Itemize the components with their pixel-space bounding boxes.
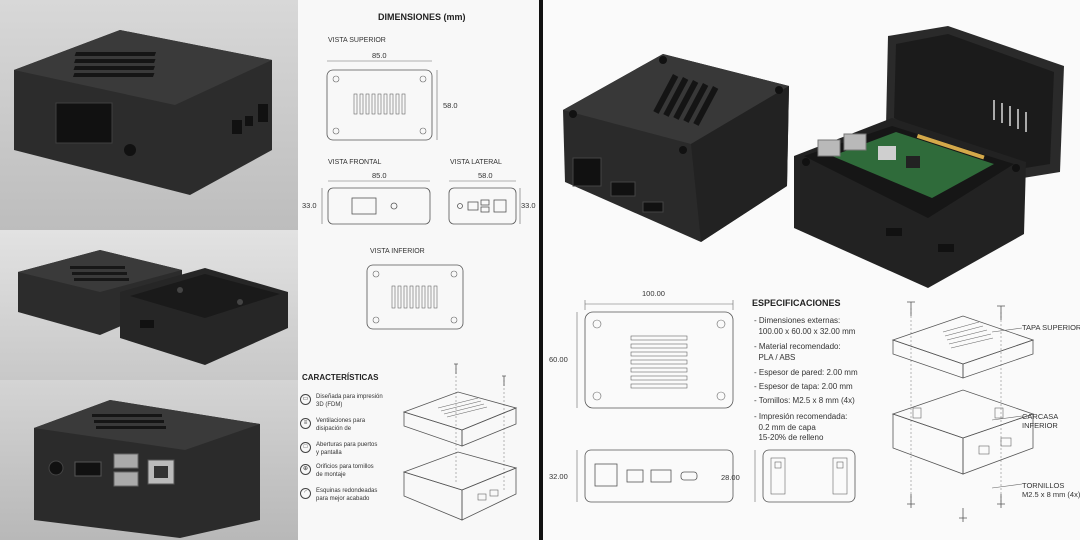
spec-text: - Material recomendado:: [754, 342, 841, 351]
panel-divider: [539, 0, 543, 540]
photo-closed-case: [0, 0, 298, 230]
top-view-width: 85.0: [372, 51, 387, 60]
feature-text: de montaje: [316, 471, 346, 478]
top-view-label: VISTA SUPERIOR: [328, 37, 386, 44]
feature-text: para mejor acabado: [316, 495, 370, 502]
spec-text: PLA / ABS: [758, 352, 796, 362]
callout-lid: TAPA SUPERIOR: [1022, 323, 1080, 332]
photo-column: [0, 0, 298, 540]
spec-sheet: [543, 0, 1080, 540]
feature-text: Orificios para tornillos: [316, 464, 374, 470]
top-width-dim: 100.00: [642, 289, 665, 298]
top-height-dim: 60.00: [549, 355, 568, 364]
feature-text: y pantalla: [316, 449, 342, 456]
feature-text: Aberturas para puertos: [316, 442, 378, 448]
spec-text: - Dimensiones externas:: [754, 316, 841, 325]
side-view-label: VISTA LATERAL: [450, 159, 502, 166]
spec-text: - Espesor de pared: 2.00 mm: [754, 368, 858, 377]
spec-item: - Espesor de pared: 2.00 mm: [754, 368, 858, 379]
vent-icon: ≡: [300, 418, 311, 429]
callout-text: CARCASA: [1022, 412, 1059, 421]
spec-text: 0.2 mm de capa: [758, 422, 816, 432]
side-view-width: 58.0: [478, 171, 493, 180]
front-view-label: VISTA FRONTAL: [328, 159, 382, 166]
port-icon: □: [300, 442, 311, 453]
feature-text: Esquinas redondeadas: [316, 488, 378, 494]
side-height-dim: 28.00: [721, 473, 740, 482]
printer-icon: ▭: [300, 394, 311, 405]
feature-text: disipación de: [316, 425, 352, 432]
front-view-width: 85.0: [372, 171, 387, 180]
features-title: CARACTERÍSTICAS: [302, 373, 379, 382]
callout-text: INFERIOR: [1022, 421, 1058, 430]
side-view-height: 33.0: [521, 201, 536, 210]
side-view-drawing: [448, 180, 521, 225]
spec-text: - Tornillos: M2.5 x 8 mm (4x): [754, 396, 855, 405]
photo-case-open-board: [794, 26, 1064, 288]
spec-text: 15-20% de relleno: [758, 433, 824, 442]
spec-text: - Espesor de tapa: 2.00 mm: [754, 382, 853, 391]
spec-item: - Material recomendado: PLA / ABS: [754, 342, 841, 363]
spec-item: - Espesor de tapa: 2.00 mm: [754, 382, 853, 393]
bottom-view-label: VISTA INFERIOR: [370, 248, 425, 255]
spec-item: - Impresión recomendada: 0.2 mm de capa …: [754, 412, 847, 444]
feature-text: Diseñada para impresión: [316, 394, 383, 400]
top-view-large: [576, 300, 734, 409]
photo-open-case: [0, 230, 298, 380]
side-view-large: [754, 449, 856, 503]
spec-item: - Dimensiones externas: 100.00 x 60.00 x…: [754, 316, 855, 337]
callout-text: TORNILLOS: [1022, 481, 1065, 490]
callout-text: M2.5 x 8 mm (4x): [1022, 490, 1080, 499]
dimension-sheet-small: [298, 0, 539, 540]
corner-icon: ◜: [300, 488, 311, 499]
photo-rear-ports: [0, 380, 298, 540]
callout-leaders: [991, 327, 1023, 489]
front-view-large: [576, 449, 734, 503]
screw-icon: ⊕: [300, 464, 311, 475]
spec-text: 100.00 x 60.00 x 32.00 mm: [758, 326, 856, 336]
top-view-height: 58.0: [443, 101, 458, 110]
dimensions-title: DIMENSIONES (mm): [378, 12, 466, 22]
bottom-view-drawing: [366, 264, 464, 330]
small-exploded-view: [402, 363, 518, 521]
top-view-drawing: [326, 60, 438, 141]
spec-item: - Tornillos: M2.5 x 8 mm (4x): [754, 396, 855, 407]
feature-text: 3D (FDM): [316, 401, 343, 408]
photo-case-closed-large: [563, 54, 789, 242]
front-view-drawing: [321, 180, 431, 225]
spec-text: - Impresión recomendada:: [754, 412, 848, 421]
feature-text: Ventilaciones para: [316, 418, 366, 424]
front-view-height: 33.0: [302, 201, 317, 210]
large-exploded-view: [891, 301, 1035, 522]
specs-title: ESPECIFICACIONES: [752, 298, 841, 308]
front-height-dim: 32.00: [549, 472, 568, 481]
